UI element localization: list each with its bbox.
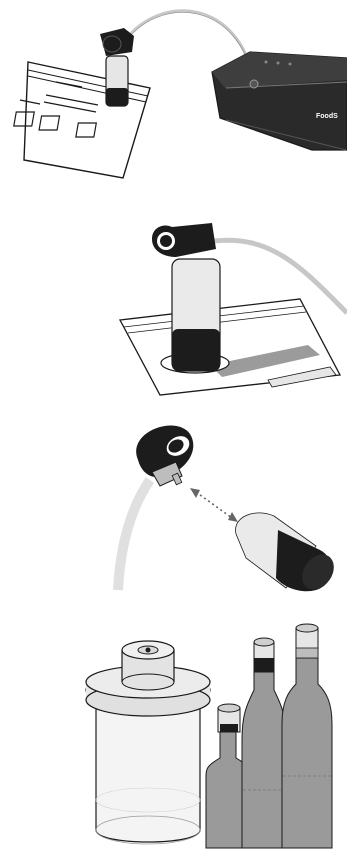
panel-canisters-and-stoppers xyxy=(0,620,347,852)
sealer-head xyxy=(136,426,193,486)
brand-label: FoodS xyxy=(316,113,338,120)
panel-attachment-to-accessory xyxy=(0,412,347,592)
hose xyxy=(118,480,150,590)
panel-handheld-on-bag: FoodS xyxy=(0,0,347,185)
connect-arrow-icon xyxy=(190,488,238,522)
vacuum-sealer-appliance: FoodS xyxy=(212,52,347,150)
accessory-cylinder xyxy=(236,513,341,592)
zipper-bag xyxy=(120,299,340,395)
large-bottle xyxy=(282,624,332,848)
tall-bottle xyxy=(242,638,286,848)
panel-sealer-on-zipper-bag xyxy=(0,205,347,405)
vacuum-bag xyxy=(14,62,150,178)
vacuum-canister xyxy=(86,641,210,844)
